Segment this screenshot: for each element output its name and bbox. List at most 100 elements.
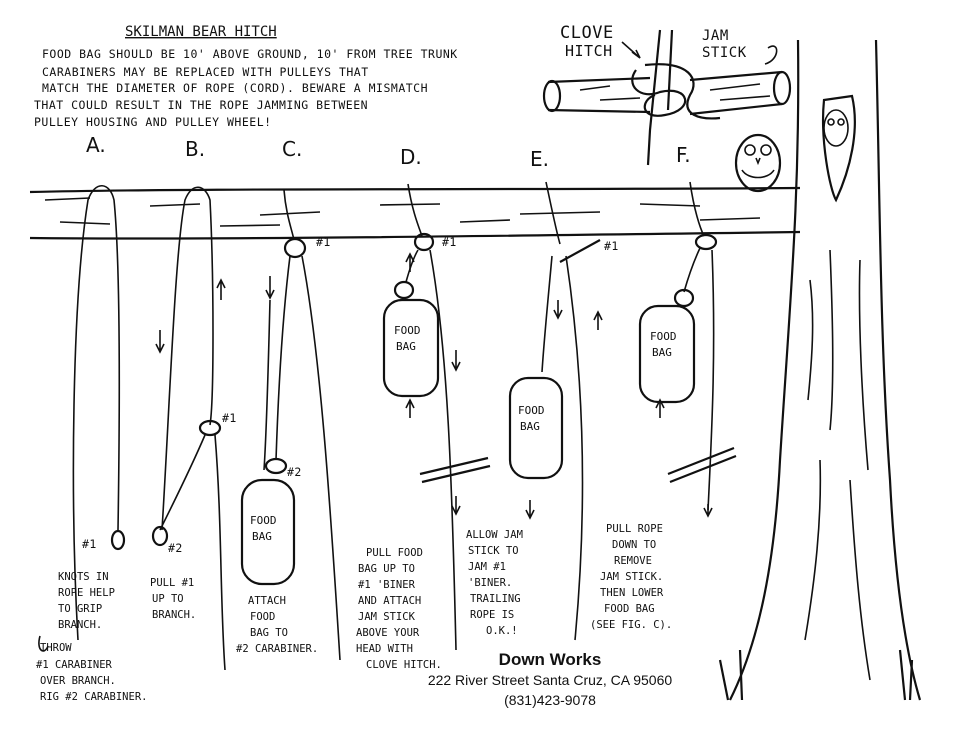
carabiner-2-icon	[393, 280, 415, 300]
svg-text:BAG: BAG	[252, 530, 272, 543]
svg-text:RIG #2 CARABINER.: RIG #2 CARABINER.	[40, 691, 147, 703]
clove-label-2: HITCH	[565, 42, 613, 60]
company-phone: (831)423-9078	[504, 692, 596, 708]
svg-text:JAM STICK.: JAM STICK.	[600, 571, 663, 583]
diagram-title: SKILMAN BEAR HITCH	[125, 24, 277, 40]
tree-trunk	[718, 39, 922, 701]
fig-e-caption: ALLOW JAM STICK TO JAM #1 'BINER. TRAILI…	[466, 529, 523, 637]
figure-b: #1 #2	[151, 186, 237, 671]
intro-text: FOOD BAG SHOULD BE 10' ABOVE GROUND, 10'…	[34, 47, 458, 129]
step-letter-a: A.	[86, 133, 106, 157]
svg-text:FOOD: FOOD	[250, 611, 275, 623]
svg-text:JAM #1: JAM #1	[468, 561, 506, 573]
svg-text:(SEE FIG. C).: (SEE FIG. C).	[590, 619, 672, 631]
clove-arrow	[621, 41, 641, 59]
step-letter-f: F.	[676, 143, 691, 167]
svg-text:FOOD BAG: FOOD BAG	[604, 603, 655, 615]
svg-text:ABOVE YOUR: ABOVE YOUR	[356, 627, 420, 639]
clove-label-1: CLOVE	[560, 23, 614, 43]
svg-text:BAG: BAG	[652, 346, 672, 359]
svg-text:#1: #1	[442, 235, 457, 249]
step-letter-e: E.	[530, 147, 549, 171]
carabiner-2-icon	[264, 457, 288, 475]
svg-text:BRANCH.: BRANCH.	[152, 609, 196, 621]
svg-text:TO GRIP: TO GRIP	[58, 603, 102, 615]
carabiner-2-icon	[151, 525, 169, 547]
svg-text:PULL FOOD: PULL FOOD	[366, 547, 423, 559]
intro-line-3: MATCH THE DIAMETER OF ROPE (CORD). BEWAR…	[42, 81, 428, 95]
svg-text:PULL #1: PULL #1	[150, 577, 194, 589]
svg-text:ALLOW JAM: ALLOW JAM	[466, 529, 523, 541]
fig-b-caption: PULL #1 UP TO BRANCH.	[150, 577, 196, 621]
jam-arrow	[764, 45, 778, 65]
figure-c: #1 #2 FOOD BAG	[240, 189, 341, 661]
svg-text:#2: #2	[287, 465, 302, 479]
svg-text:ATTACH: ATTACH	[248, 595, 286, 607]
svg-text:PULL ROPE: PULL ROPE	[606, 523, 663, 535]
intro-line-2: CARABINERS MAY BE REPLACED WITH PULLEYS …	[42, 65, 369, 79]
company-name: Down Works	[498, 650, 602, 669]
svg-text:FOOD: FOOD	[394, 324, 421, 337]
carabiner-1-icon	[198, 419, 222, 437]
svg-text:'BINER.: 'BINER.	[468, 577, 512, 589]
carabiner-1-icon	[694, 233, 718, 251]
fig-a-label-1: #1	[82, 537, 97, 551]
carabiner-1-icon	[283, 237, 307, 259]
svg-text:TRAILING: TRAILING	[470, 593, 521, 605]
intro-line-1: FOOD BAG SHOULD BE 10' ABOVE GROUND, 10'…	[42, 47, 458, 61]
svg-text:#1: #1	[604, 239, 619, 253]
svg-text:ROPE IS: ROPE IS	[470, 609, 514, 621]
svg-text:O.K.!: O.K.!	[486, 625, 518, 637]
jam-label-2: STICK	[702, 45, 747, 61]
step-letter-b: B.	[185, 137, 205, 161]
svg-text:AND ATTACH: AND ATTACH	[358, 595, 421, 607]
fig-f-caption: PULL ROPE DOWN TO REMOVE JAM STICK. THEN…	[590, 523, 672, 631]
fig-c-caption: ATTACH FOOD BAG TO #2 CARABINER.	[236, 595, 318, 655]
svg-text:CLOVE HITCH.: CLOVE HITCH.	[366, 659, 442, 671]
food-bag-d	[382, 298, 440, 398]
svg-text:THROW: THROW	[40, 642, 72, 654]
carabiner-1-icon	[413, 232, 435, 252]
svg-text:#2 CARABINER.: #2 CARABINER.	[236, 643, 318, 655]
fig-d-caption: PULL FOOD BAG UP TO #1 'BINER AND ATTACH…	[356, 547, 442, 671]
figure-d: #1 FOOD BAG	[382, 183, 491, 651]
fig-a-caption: KNOTS IN ROPE HELP TO GRIP BRANCH. THROW…	[36, 571, 147, 703]
food-bag-c	[240, 478, 296, 586]
svg-text:BAG TO: BAG TO	[250, 627, 288, 639]
intro-line-4: THAT COULD RESULT IN THE ROPE JAMMING BE…	[34, 98, 368, 112]
svg-text:OVER BRANCH.: OVER BRANCH.	[40, 675, 116, 687]
svg-text:FOOD: FOOD	[650, 330, 677, 343]
svg-text:ROPE HELP: ROPE HELP	[58, 587, 115, 599]
clove-hitch-inset	[542, 29, 792, 166]
owl-on-branch-icon	[734, 133, 782, 193]
svg-text:KNOTS IN: KNOTS IN	[58, 571, 109, 583]
jam-stick-f	[667, 446, 737, 484]
svg-text:BAG UP TO: BAG UP TO	[358, 563, 415, 575]
svg-text:FOOD: FOOD	[250, 514, 277, 527]
svg-text:REMOVE: REMOVE	[614, 555, 652, 567]
step-letter-c: C.	[282, 137, 302, 161]
figure-e: #1 FOOD BAG	[508, 181, 619, 641]
step-letter-d: D.	[400, 145, 422, 169]
jam-stick-d	[419, 456, 491, 484]
jam-label-1: JAM	[702, 28, 729, 44]
svg-text:THEN LOWER: THEN LOWER	[600, 587, 664, 599]
food-bag-f	[638, 304, 696, 404]
figure-f: FOOD BAG	[638, 181, 737, 518]
svg-text:JAM STICK: JAM STICK	[358, 611, 416, 623]
figure-a: #1	[38, 184, 126, 652]
svg-text:BAG: BAG	[396, 340, 416, 353]
svg-text:#1 CARABINER: #1 CARABINER	[36, 659, 113, 671]
svg-text:STICK TO: STICK TO	[468, 545, 519, 557]
svg-text:DOWN TO: DOWN TO	[612, 539, 656, 551]
intro-line-5: PULLEY HOUSING AND PULLEY WHEEL!	[34, 115, 272, 129]
svg-text:BRANCH.: BRANCH.	[58, 619, 102, 631]
svg-text:#1: #1	[316, 235, 331, 249]
svg-text:BAG: BAG	[520, 420, 540, 433]
food-bag-e	[508, 376, 564, 480]
svg-text:#1: #1	[222, 411, 237, 425]
svg-text:#1 'BINER: #1 'BINER	[358, 579, 416, 591]
carabiner-1-icon	[110, 529, 126, 551]
company-address: 222 River Street Santa Cruz, CA 95060	[427, 672, 673, 688]
